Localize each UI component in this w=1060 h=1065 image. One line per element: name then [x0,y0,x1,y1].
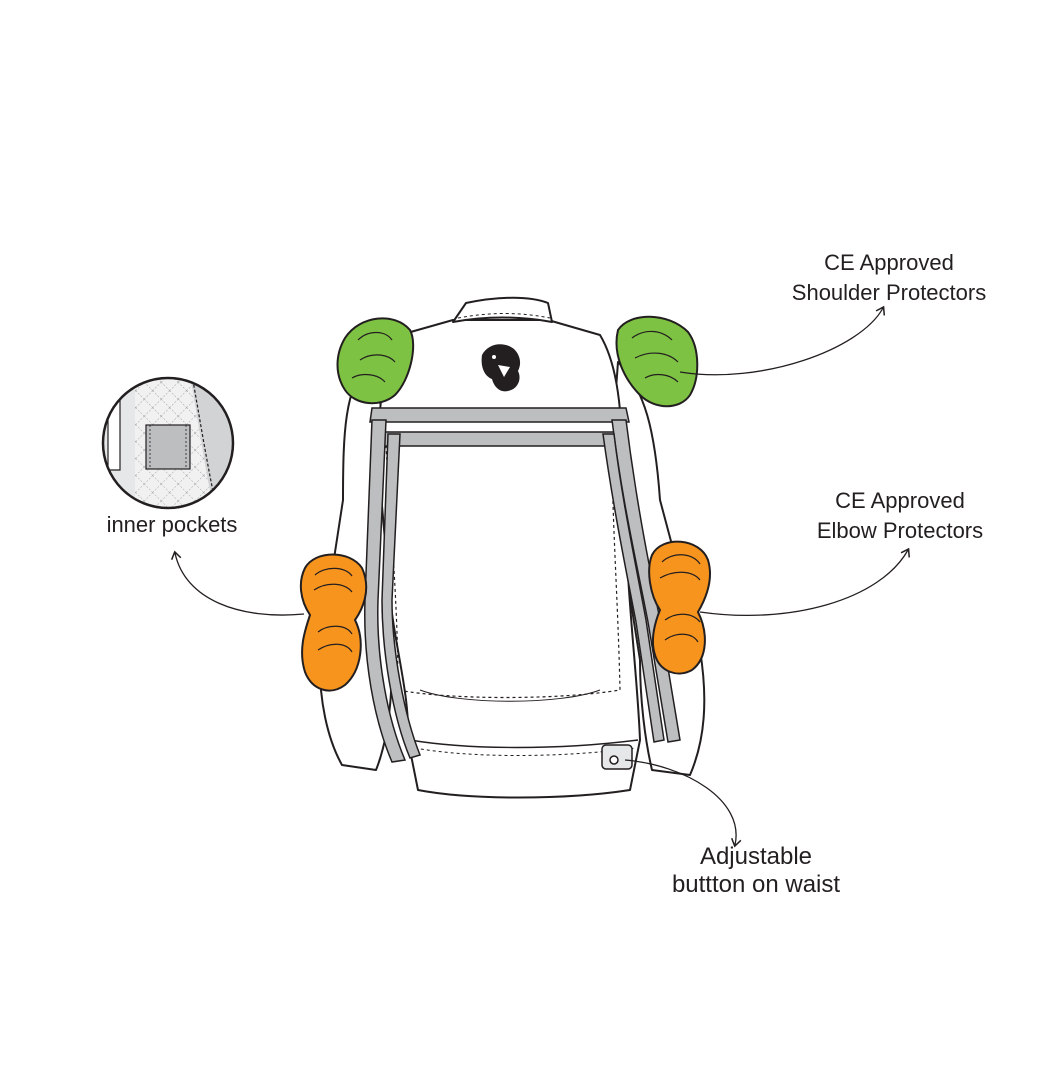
waist-label-line1: Adjustable [699,843,813,870]
shoulder-arrow [679,305,886,376]
right-elbow-protector [648,540,711,675]
elbow-arrow [699,547,910,617]
waist-band [409,739,639,749]
elbow-label-line1: CE Approved [835,488,965,513]
waist-button-label: Adjustable buttton on waist [648,843,864,899]
right-shoulder-protector [615,315,699,408]
waist-label-line2: buttton on waist [671,871,841,898]
pockets-label-line1: inner pockets [106,512,238,537]
left-shoulder-protector [336,317,415,405]
inner-pockets-label: inner pockets [92,510,252,540]
elbow-label-line2: Elbow Protectors [816,518,984,543]
callout-arrows [170,305,910,848]
torso [377,319,641,799]
left-elbow-protector [299,553,368,692]
elbow-protectors-label: CE Approved Elbow Protectors [802,486,998,546]
inner-pocket-detail-icon [101,376,235,510]
bear-logo-icon [481,344,521,392]
collar [452,296,553,323]
shoulder-label-line1: CE Approved [824,250,954,275]
waist-arrow [624,759,742,848]
shoulder-label-line2: Shoulder Protectors [791,280,987,305]
shoulder-protectors-label: CE Approved Shoulder Protectors [780,248,998,308]
pocket-arrow [170,550,305,616]
waist-button [601,744,633,770]
